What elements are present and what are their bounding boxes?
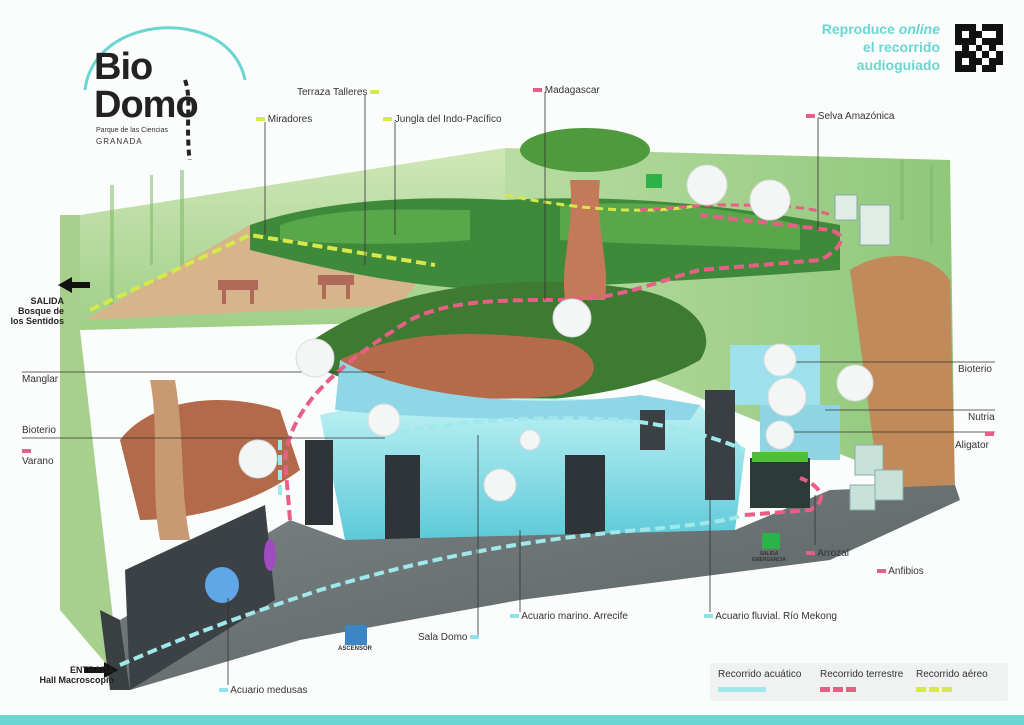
arrozal-box — [750, 458, 810, 508]
label-salida-emergencia: SALIDA EMERGENCIA — [752, 551, 786, 563]
promo-online: online — [898, 21, 940, 37]
label-aligator: Aligator — [955, 440, 989, 451]
label-madagascar: Madagascar — [533, 85, 600, 96]
entrada-line2: Hall Macroscopio — [39, 675, 114, 685]
logo-subtitle: Parque de las Ciencias — [96, 127, 168, 134]
label-aligator-marker — [985, 429, 994, 440]
logo-city: GRANADA — [96, 137, 143, 146]
salida-arrow — [58, 277, 90, 293]
dead-tree-left — [150, 380, 190, 540]
legend-terrestre-label: Recorrido terrestre — [820, 669, 904, 680]
front-wall-left — [125, 505, 275, 690]
label-nutria: Nutria — [968, 412, 995, 423]
promo-line2: el recorrido — [862, 39, 940, 55]
legend-terrestre-swatch — [820, 687, 856, 692]
rock-right — [850, 256, 955, 490]
label-acuario-marino: Acuario marino. Arrecife — [510, 611, 628, 622]
legend-aereo-label: Recorrido aéreo — [916, 669, 988, 680]
entrada-arrow — [84, 662, 118, 678]
legend-aereo-swatch — [916, 687, 952, 692]
route-aerial — [89, 232, 436, 312]
ground-floor — [120, 485, 960, 690]
label-anfibios: Anfibios — [877, 566, 924, 577]
left-wall — [60, 215, 120, 680]
qr-code[interactable] — [955, 24, 1003, 72]
label-arrozal: Arrozal — [806, 548, 849, 559]
salida-line2: Bosque de — [17, 306, 64, 316]
route-terrestrial — [282, 213, 843, 521]
label-sala-domo: Sala Domo — [418, 632, 480, 643]
label-manglar: Manglar — [22, 374, 59, 385]
label-acuario-medusas: Acuario medusas — [219, 685, 308, 696]
baobab-tree — [563, 180, 607, 300]
label-bioterio-left: Bioterio — [22, 425, 56, 436]
main-aquarium-water — [320, 398, 745, 542]
label-miradores: Miradores — [256, 114, 312, 125]
legend-acuatico-label: Recorrido acuático — [718, 669, 802, 680]
promo-line3: audioguiado — [856, 57, 940, 73]
route-aquatic — [119, 416, 746, 667]
label-jungla: Jungla del Indo-Pacífico — [383, 114, 502, 125]
route-legend: Recorrido acuático Recorrido terrestre R… — [710, 663, 1008, 701]
entrada-title: ENTRADA — [70, 665, 114, 675]
salida-line3: los Sentidos — [10, 316, 64, 326]
logo-domo: Domo — [94, 84, 199, 126]
label-ascensor: ASCENSOR — [338, 646, 373, 652]
label-varano-marker — [22, 446, 31, 457]
biodomo-logo: Bio Domo Parque de las Ciencias GRANADA — [80, 20, 250, 160]
label-selva: Selva Amazónica — [806, 111, 895, 122]
label-acuario-fluvial: Acuario fluvial. Río Mekong — [704, 611, 837, 622]
entrada-label: ENTRADA Hall Macroscopio — [10, 665, 114, 685]
label-terraza-talleres: Terraza Talleres — [297, 87, 380, 98]
salida-title: SALIDA — [30, 296, 65, 306]
label-varano: Varano — [22, 456, 54, 467]
terrace-tables — [218, 275, 354, 304]
promo-text: Reproduce online el recorrido audioguiad… — [790, 20, 940, 74]
logo-bio: Bio — [94, 46, 153, 88]
jellyfish-tank — [205, 567, 239, 603]
promo-reproduce: Reproduce — [821, 21, 895, 37]
bottom-accent-bar — [0, 715, 1024, 725]
logo-arc — [83, 26, 247, 160]
legend-acuatico-swatch — [718, 687, 766, 692]
salida-label: SALIDA Bosque de los Sentidos — [0, 296, 64, 326]
label-bioterio-right: Bioterio — [958, 364, 992, 375]
